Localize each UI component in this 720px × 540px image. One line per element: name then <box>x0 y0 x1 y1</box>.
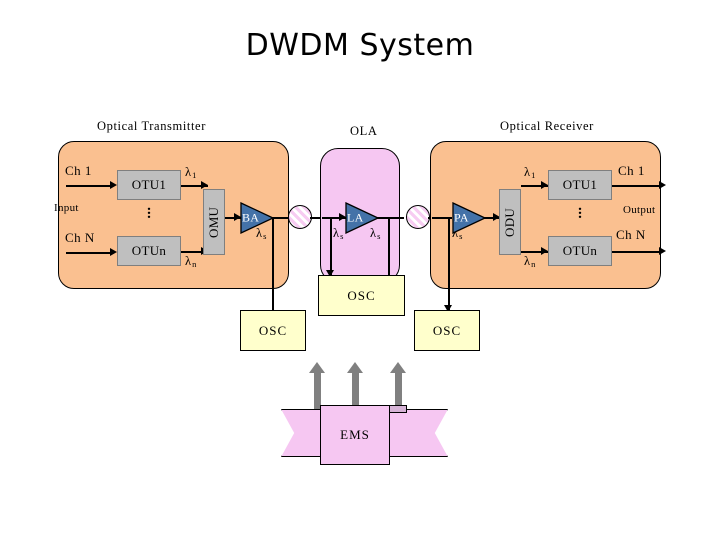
tx-chn-arrowhead <box>110 248 117 256</box>
rx-lambda-1-subscript: 1 <box>531 170 536 180</box>
tx-chn-line <box>66 252 111 254</box>
ems-banner-fold-right <box>387 405 407 413</box>
tx-otu1-box[interactable]: OTU1 <box>117 170 181 200</box>
tx-booster-amplifier[interactable]: BA <box>240 201 275 235</box>
ems-box[interactable]: EMS <box>320 405 390 465</box>
tx-lambda-1-symbol: λ <box>185 165 192 179</box>
tx-channel-ellipsis: ... <box>147 198 151 222</box>
tx-lambda-n-subscript: n <box>192 259 197 269</box>
ola-lambda-in-subscript: s <box>340 231 344 241</box>
ola-lambda-in-symbol: λ <box>333 226 340 240</box>
rx-lambda-s-symbol: λ <box>452 226 459 240</box>
tx-omu-to-ba-line <box>225 217 241 219</box>
tx-lambda-1-subscript: 1 <box>192 170 197 180</box>
tx-omu-to-ba-arrowhead <box>234 213 241 221</box>
rx-odu-to-otun-arrowhead <box>541 247 548 255</box>
osc-box-ola[interactable]: OSC <box>318 275 405 316</box>
tx-otu1-to-omu-arrowhead <box>201 181 208 189</box>
arrow-left-head <box>309 362 325 373</box>
rx-chn-out-arrowhead <box>659 247 666 255</box>
tx-lambda-s-label: λs <box>256 226 267 241</box>
rx-ch1-out-line <box>612 185 660 187</box>
rx-osc-tap-arrowhead <box>444 305 452 312</box>
tx-channel-1-label: Ch 1 <box>65 163 92 178</box>
rx-output-label: Output <box>623 204 656 216</box>
tx-ch1-arrowhead <box>110 181 117 189</box>
tx-omu-box[interactable]: OMU <box>203 189 225 255</box>
tx-lambda-s-subscript: s <box>263 231 267 241</box>
rx-channel-n-label: Ch N <box>616 227 646 242</box>
ola-input-arrowhead <box>339 213 346 221</box>
tx-ba-output-line <box>272 217 292 219</box>
ba-triangle-icon <box>240 201 275 235</box>
tx-channel-n-label: Ch N <box>65 230 95 245</box>
pa-triangle-icon <box>452 201 487 235</box>
rx-preamplifier[interactable]: PA <box>452 201 487 235</box>
tx-lambda-n-symbol: λ <box>185 254 192 268</box>
osc-box-transmitter[interactable]: OSC <box>240 310 306 351</box>
rx-lambda-n-symbol: λ <box>524 254 531 268</box>
ola-input-line <box>322 217 346 219</box>
rx-lambda-n-subscript: n <box>531 259 536 269</box>
rx-pa-to-odu-arrowhead <box>493 213 500 221</box>
page-title: DWDM System <box>245 28 475 63</box>
transmitter-caption: Optical Transmitter <box>97 119 206 133</box>
rx-odu-box[interactable]: ODU <box>499 189 521 255</box>
rx-ch1-out-arrowhead <box>659 181 666 189</box>
ola-caption: OLA <box>350 124 378 138</box>
rx-pa-to-odu-line <box>484 217 500 219</box>
tx-lambda-s-symbol: λ <box>256 226 263 240</box>
ola-lambda-s-in-label: λs <box>333 226 344 241</box>
rx-input-line <box>432 217 452 219</box>
rx-lambda-1-label: λ1 <box>524 165 536 180</box>
tx-otun-box[interactable]: OTUn <box>117 236 181 266</box>
rx-lambda-n-label: λn <box>524 254 536 269</box>
rx-odu-to-otu1-arrowhead <box>541 181 548 189</box>
ola-osc-tap-in-arrowhead <box>326 270 334 277</box>
ola-line-amplifier[interactable]: LA <box>345 201 380 235</box>
osc-box-receiver[interactable]: OSC <box>414 310 480 351</box>
rx-odu-to-otu1-line <box>521 185 548 187</box>
ola-lambda-out-symbol: λ <box>370 226 377 240</box>
tx-lambda-n-label: λn <box>185 254 197 269</box>
ola-lambda-s-out-label: λs <box>370 226 381 241</box>
arrow-center-shaft <box>351 372 359 410</box>
fiber-connector-right-icon <box>406 205 430 229</box>
rx-odu-to-otun-line <box>521 251 548 253</box>
ola-lambda-out-subscript: s <box>377 231 381 241</box>
tx-input-label: Input <box>54 202 79 214</box>
ola-osc-tap-in-line <box>330 217 332 275</box>
ola-osc-tap-out-line <box>388 217 390 277</box>
fiber-connector-left-icon <box>288 205 312 229</box>
ems-banner-right-tail <box>388 409 448 457</box>
rx-osc-tap-line <box>448 217 450 312</box>
rx-channel-ellipsis: ... <box>578 198 582 222</box>
receiver-caption: Optical Receiver <box>500 119 594 133</box>
rx-chn-out-line <box>612 251 660 253</box>
rx-channel-1-label: Ch 1 <box>618 163 645 178</box>
tx-osc-tap-line <box>272 217 274 312</box>
tx-otu1-to-omu-line <box>181 185 208 187</box>
la-label: LA <box>347 210 364 225</box>
rx-lambda-s-label: λs <box>452 226 463 241</box>
arrow-right-head <box>390 362 406 373</box>
rx-otun-box[interactable]: OTUn <box>548 236 612 266</box>
tx-ch1-line <box>66 185 111 187</box>
rx-lambda-1-symbol: λ <box>524 165 531 179</box>
arrow-left-shaft <box>313 372 321 410</box>
arrow-center-head <box>347 362 363 373</box>
tx-lambda-1-label: λ1 <box>185 165 197 180</box>
rx-lambda-s-subscript: s <box>459 231 463 241</box>
la-triangle-icon <box>345 201 380 235</box>
ola-output-line <box>377 217 404 219</box>
rx-otu1-box[interactable]: OTU1 <box>548 170 612 200</box>
ba-label: BA <box>242 210 260 225</box>
tx-otun-to-omu-line <box>181 251 208 253</box>
pa-label: PA <box>454 210 469 225</box>
arrow-right-shaft <box>394 372 402 410</box>
